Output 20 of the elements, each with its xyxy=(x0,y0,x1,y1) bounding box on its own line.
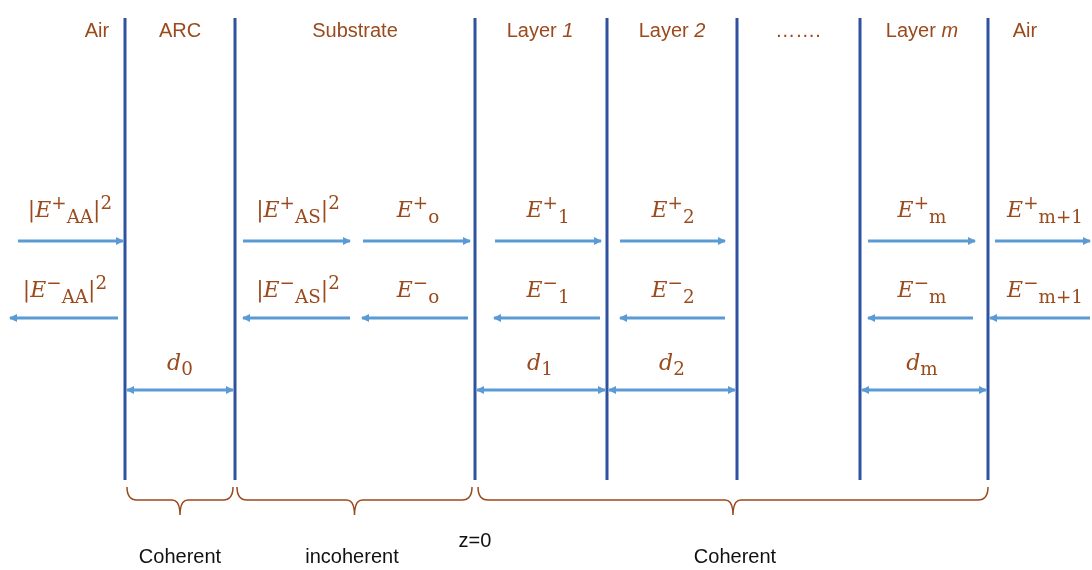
region-label: ARC xyxy=(158,19,202,41)
region-label: Layer 1 xyxy=(506,19,574,41)
dimension-label: d$_{0}$ xyxy=(167,350,193,380)
region-label: Air xyxy=(84,19,110,41)
ellipsis: ……. xyxy=(775,19,821,41)
dimension-label: d$_{2}$ xyxy=(659,350,685,380)
region-label: Substrate xyxy=(312,19,398,41)
region-label: Air xyxy=(1012,19,1038,41)
bracket-label: incoherent xyxy=(305,545,399,567)
field-label: |E$^{−}$$_{AA}$|$^{2}$ xyxy=(22,273,108,307)
dimension-label: d$_{1}$ xyxy=(527,350,553,380)
region-label: Layer 2 xyxy=(638,19,706,41)
bracket-label: Coherent xyxy=(693,545,777,567)
region-label: Layer m xyxy=(885,19,959,41)
position-label: z=0 xyxy=(458,529,492,551)
field-label: |E$^{+}$$_{AS}$|$^{2}$ xyxy=(256,193,340,227)
field-label: |E$^{+}$$_{AA}$|$^{2}$ xyxy=(27,193,113,227)
dimension-label: d$_{m}$ xyxy=(906,350,938,380)
field-label: |E$^{−}$$_{AS}$|$^{2}$ xyxy=(256,273,340,307)
bracket-label: Coherent xyxy=(138,545,222,567)
